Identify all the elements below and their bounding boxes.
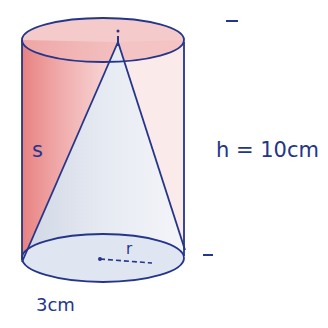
cone-slant [22,42,118,262]
top-ellipse [22,18,184,62]
slant-label: s [32,140,43,161]
cylinder-side [183,42,185,256]
cylinder-side [21,40,23,260]
height-tick [226,20,238,22]
base-ellipse [22,234,184,282]
cone-slant [118,42,185,250]
centre-dot [98,257,102,261]
apex-mark [117,36,119,46]
radius-label: r [126,242,132,257]
top-face [22,18,184,62]
apex-mark [117,30,120,33]
radius-line [100,259,152,263]
height-label: h = 10cm [216,140,319,161]
height-tick [203,254,213,256]
radius-dimension: 3cm [36,296,75,314]
